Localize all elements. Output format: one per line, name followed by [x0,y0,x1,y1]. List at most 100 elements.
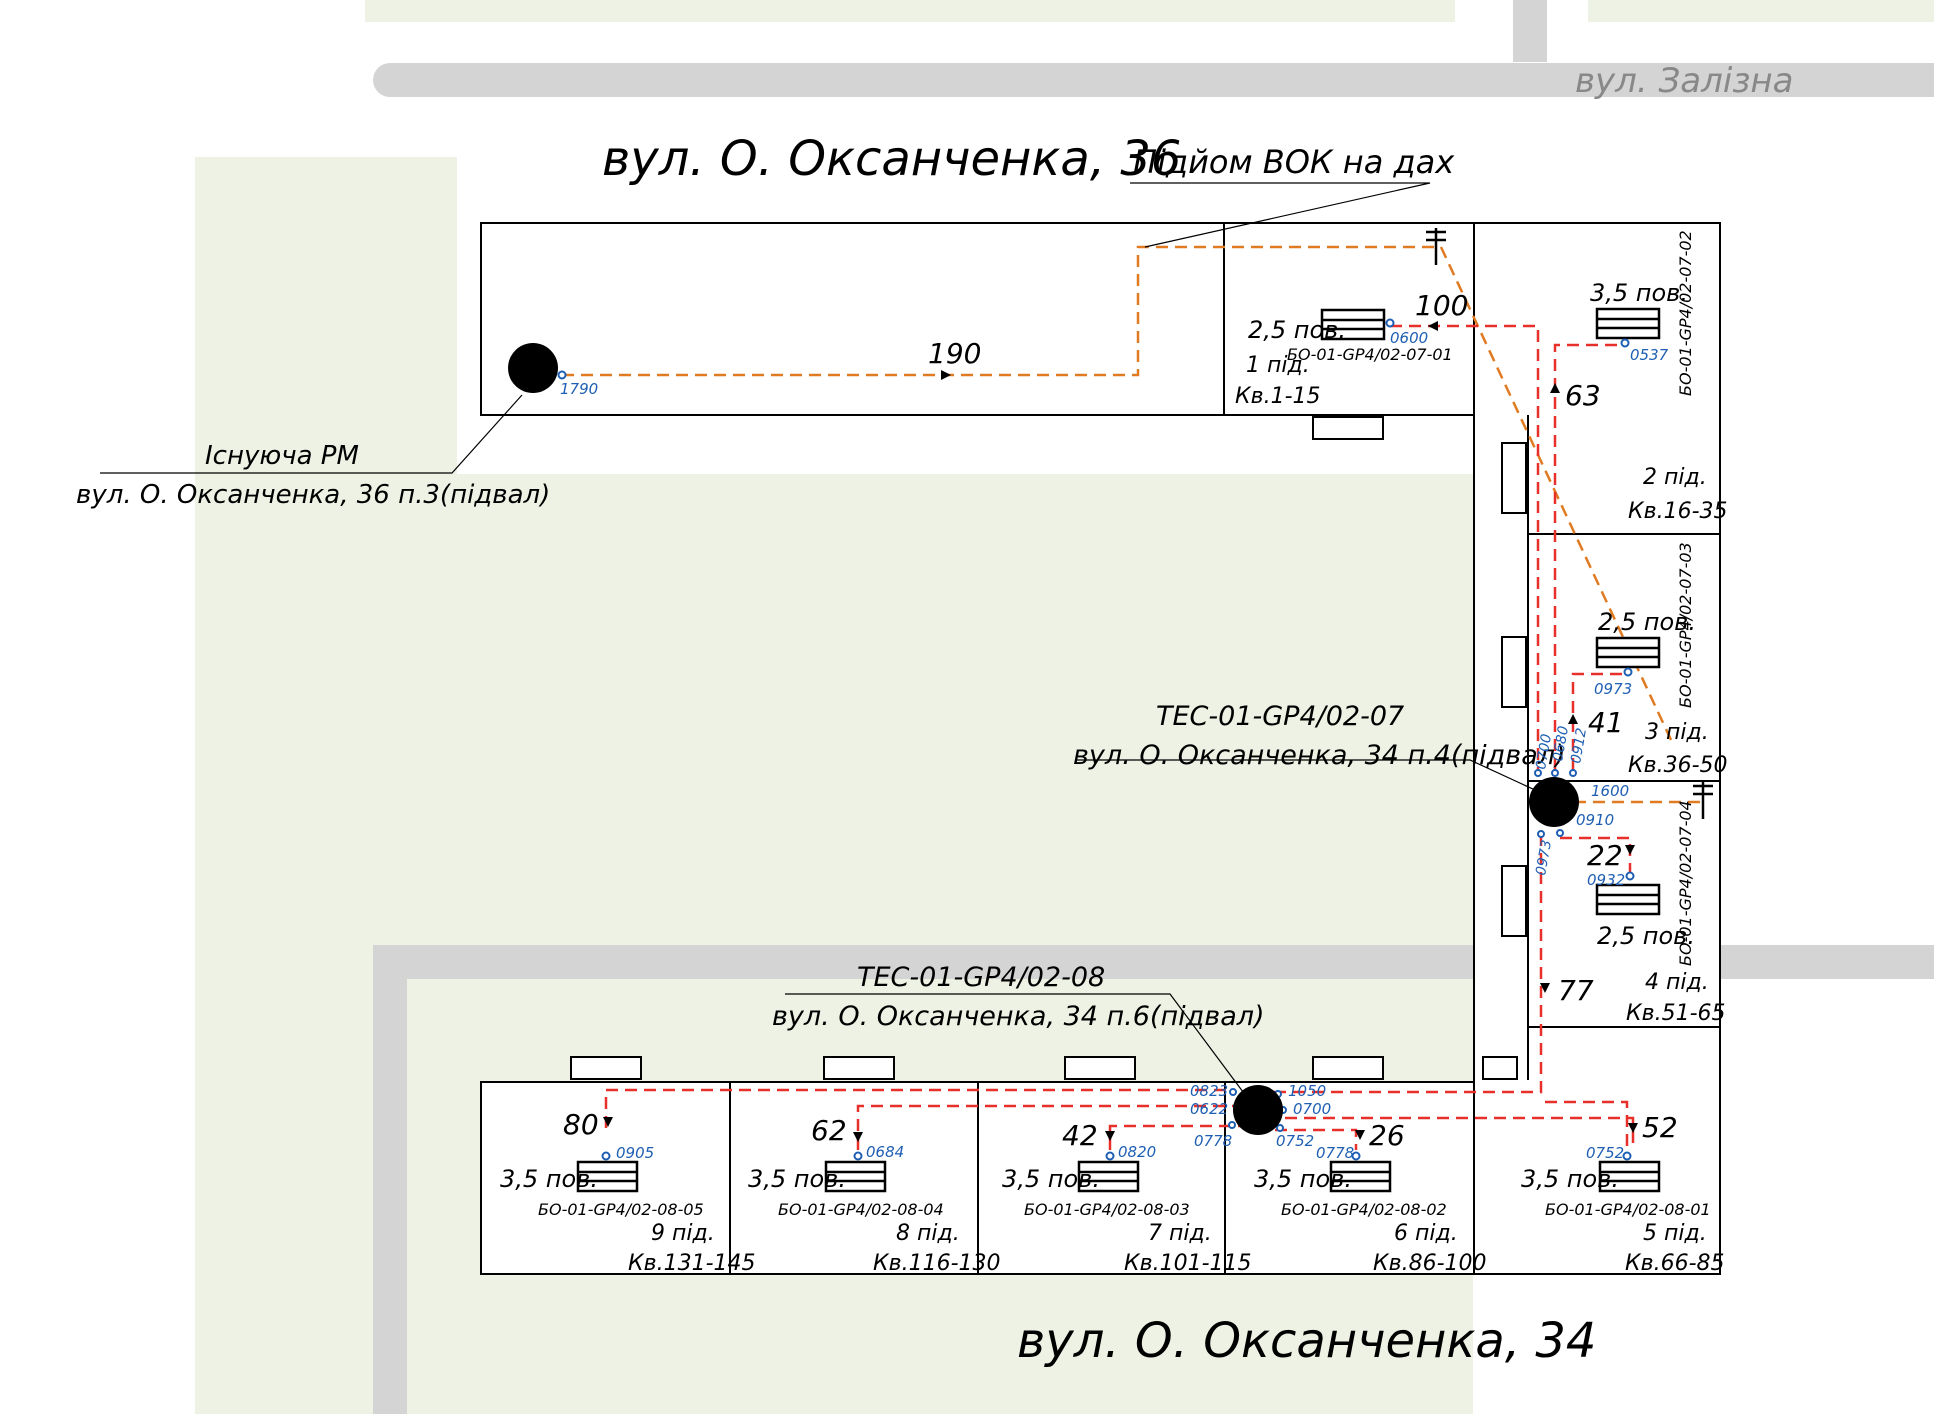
section-1-apts: Кв.1-15 [1235,384,1321,409]
port-0680: 0680 [1550,725,1572,763]
section-8-floor: 8 під. [896,1221,960,1246]
port-1790: 1790 [560,380,598,398]
section-9: 3,5 пов. БО-01-GP4/02-08-05 9 під. Кв.13… [500,1165,756,1276]
port-0823: 0823 [1190,1082,1228,1100]
cable-length-labels: 190 100 63 41 22 77 80 62 42 26 52 [563,289,1678,1152]
port-connectors [557,318,1635,1161]
red-cables [604,324,1635,1150]
orange-cables [562,245,1702,804]
section-4-apts: Кв.51-65 [1626,1001,1726,1026]
port-0905: 0905 [616,1144,654,1162]
port-0752a: 0752 [1276,1132,1314,1150]
existing-rm-address: вул. О. Оксанченка, 36 п.3(підвал) [76,480,550,510]
section-1: 2,5 пов. БО-01-GP4/02-07-01 1 під. Кв.1-… [1235,316,1453,409]
port-0537: 0537 [1630,346,1669,364]
section-6: 3,5 пов. БО-01-GP4/02-08-02 6 під. Кв.86… [1254,1165,1487,1276]
length-52: 52 [1642,1111,1678,1144]
tec-07-title: ТЕС-01-GP4/02-07 [1156,701,1404,732]
section-6-apts: Кв.86-100 [1373,1251,1487,1276]
section-4: 2,5 пов. БО-01-GP4/02-07-04 4 під. Кв.51… [1597,800,1726,1026]
section-2-height: 3,5 пов. [1590,279,1688,307]
port-0778b: 0778 [1316,1144,1354,1162]
port-0752b: 0752 [1586,1144,1624,1162]
section-6-floor: 6 під. [1394,1221,1458,1246]
section-7-height: 3,5 пов. [1002,1165,1100,1193]
section-4-floor: 4 під. [1645,970,1709,995]
existing-rm-node [508,343,558,393]
section-8-apts: Кв.116-130 [873,1251,1001,1276]
tec-08-address: вул. О. Оксанченка, 34 п.6(підвал) [772,1001,1265,1032]
tec-07-address: вул. О. Оксанченка, 34 п.4(підвал) [1073,740,1566,771]
section-4-height: 2,5 пов. [1597,922,1695,950]
section-1-height: 2,5 пов. [1248,316,1346,344]
section-3-height: 2,5 пов. [1598,608,1696,636]
section-9-floor: 9 під. [651,1221,715,1246]
length-77: 77 [1558,974,1594,1007]
port-0700b: 0700 [1293,1100,1331,1118]
street-top-label: вул. Залізна [1575,61,1793,101]
port-0932: 0932 [1587,871,1625,889]
existing-rm-title: Існуюча РМ [205,441,359,471]
section-3-box: БО-01-GP4/02-07-03 [1676,542,1695,708]
roof-riser-icon [1426,228,1713,819]
section-1-box: БО-01-GP4/02-07-01 [1287,345,1453,364]
length-26: 26 [1369,1119,1405,1152]
port-0700a: 0700 [1533,733,1555,771]
port-0973b: 0973 [1533,839,1555,877]
tec-08-title: ТЕС-01-GP4/02-08 [857,962,1105,993]
section-6-height: 3,5 пов. [1254,1165,1352,1193]
section-3: 2,5 пов. БО-01-GP4/02-07-03 3 під. Кв.36… [1598,542,1728,778]
tec-08-node [1233,1085,1283,1135]
length-62: 62 [811,1114,847,1147]
section-2-floor: 2 під. [1643,465,1707,490]
port-0778a: 0778 [1194,1132,1232,1150]
section-3-floor: 3 під. [1645,720,1709,745]
section-7-box: БО-01-GP4/02-08-03 [1024,1200,1190,1219]
section-4-box: БО-01-GP4/02-07-04 [1676,800,1695,966]
port-1050: 1050 [1288,1082,1326,1100]
roads [373,0,1934,1414]
section-5: 3,5 пов. БО-01-GP4/02-08-01 5 під. Кв.66… [1521,1165,1725,1276]
length-100: 100 [1415,289,1468,322]
length-190: 190 [928,337,981,370]
length-41: 41 [1588,706,1624,739]
building-34-title: вул. О. Оксанченка, 34 [1017,1313,1596,1369]
section-5-box: БО-01-GP4/02-08-01 [1545,1200,1711,1219]
section-7-apts: Кв.101-115 [1124,1251,1252,1276]
section-5-floor: 5 під. [1643,1221,1707,1246]
port-0820: 0820 [1118,1143,1156,1161]
port-0973a: 0973 [1594,680,1632,698]
section-2: 3,5 пов. БО-01-GP4/02-07-02 2 під. Кв.16… [1590,230,1728,524]
port-1600: 1600 [1591,782,1629,800]
leader-lines [100,182,1549,1105]
section-7-floor: 7 під. [1148,1221,1212,1246]
tec-07-node [1529,777,1579,827]
port-0912: 0912 [1568,727,1590,765]
port-0622: 0622 [1190,1100,1228,1118]
section-9-height: 3,5 пов. [500,1165,598,1193]
section-7: 3,5 пов. БО-01-GP4/02-08-03 7 під. Кв.10… [1002,1165,1252,1276]
length-63: 63 [1565,379,1601,412]
section-9-box: БО-01-GP4/02-08-05 [538,1200,704,1219]
section-1-floor: 1 під. [1246,353,1310,378]
section-8-box: БО-01-GP4/02-08-04 [778,1200,944,1219]
section-6-box: БО-01-GP4/02-08-02 [1281,1200,1447,1219]
section-9-apts: Кв.131-145 [628,1251,756,1276]
building-36-title: вул. О. Оксанченка, 36 [602,131,1181,187]
section-5-height: 3,5 пов. [1521,1165,1619,1193]
section-2-apts: Кв.16-35 [1628,499,1728,524]
section-3-apts: Кв.36-50 [1628,753,1728,778]
port-0910: 0910 [1576,811,1614,829]
buildings [480,222,1721,1275]
section-8-height: 3,5 пов. [748,1165,846,1193]
section-5-apts: Кв.66-85 [1625,1251,1725,1276]
distribution-boxes [576,307,1661,1193]
length-42: 42 [1062,1119,1098,1152]
port-0600: 0600 [1390,329,1428,347]
section-8: 3,5 пов. БО-01-GP4/02-08-04 8 під. Кв.11… [748,1165,1001,1276]
length-80: 80 [563,1108,599,1141]
port-labels: 1790 0600 0537 0973 0700 0680 0912 1600 … [560,329,1669,1162]
flow-arrows [603,321,1638,1142]
roof-note: Підйом ВОК на дах [1133,143,1455,181]
